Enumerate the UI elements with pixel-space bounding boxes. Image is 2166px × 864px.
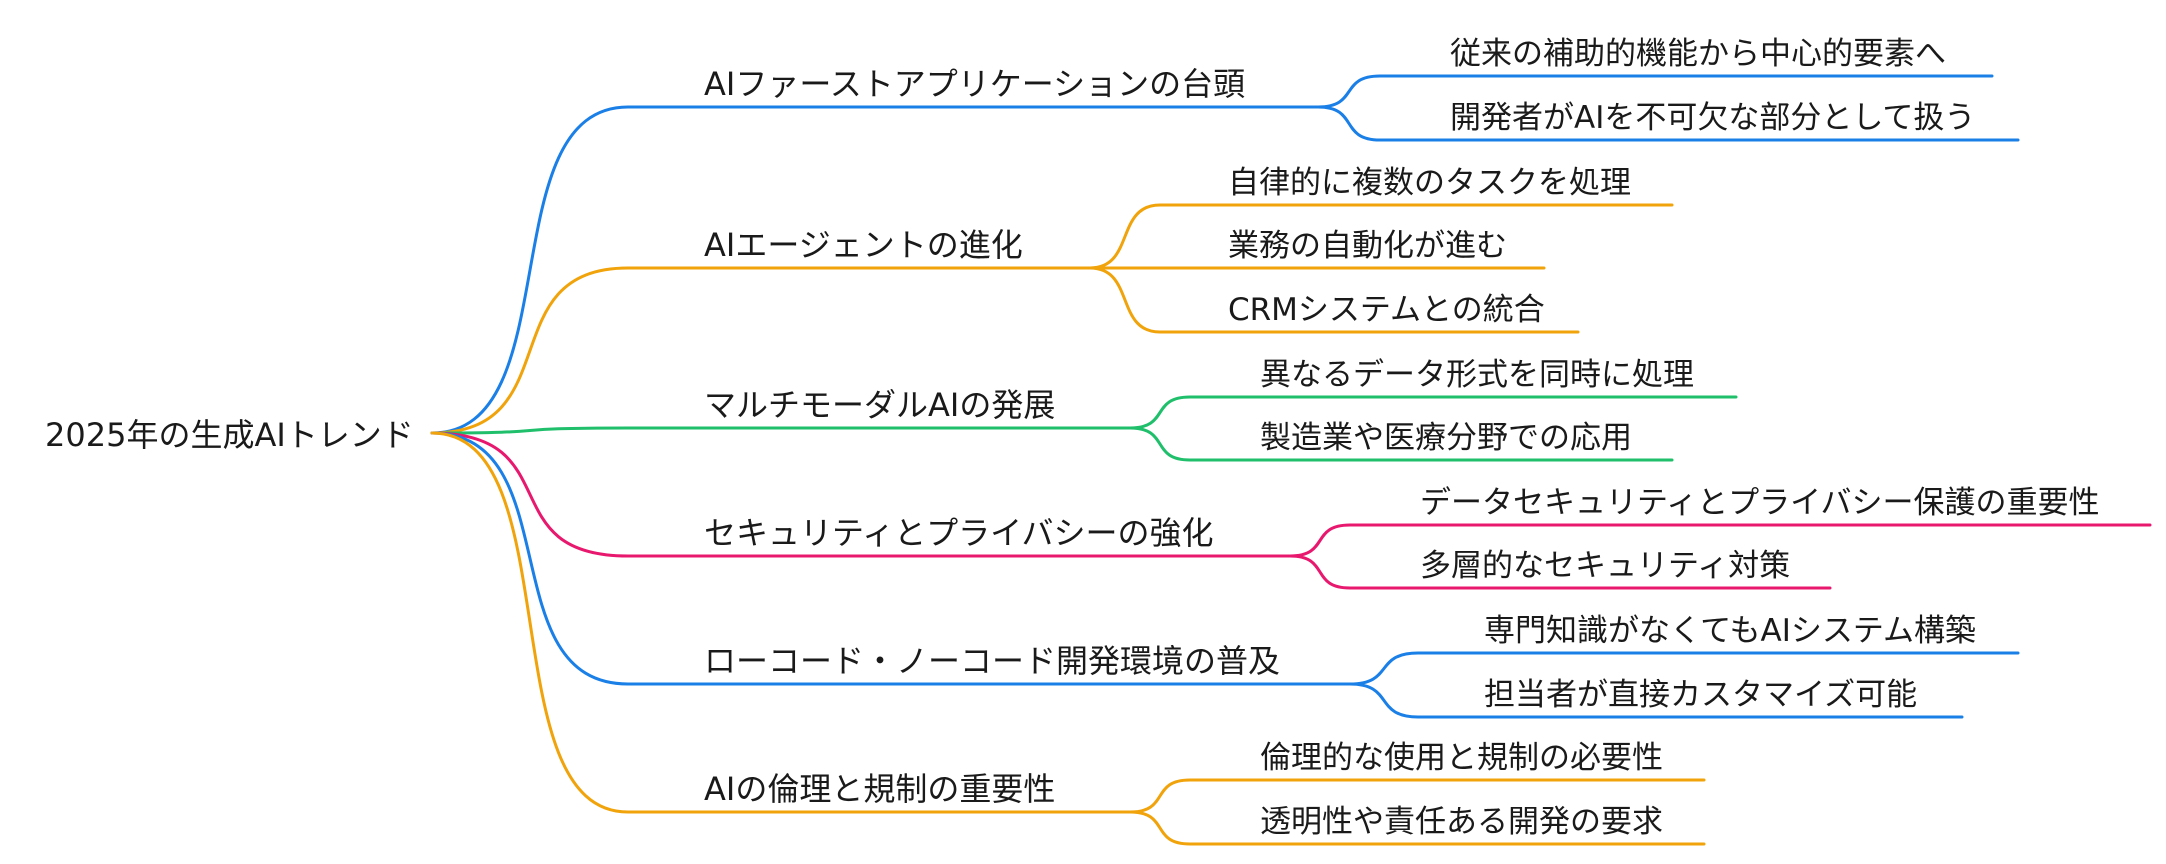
leaf-topic-4-1: データセキュリティとプライバシー保護の重要性 — [1420, 485, 2100, 521]
leaf-topic-2-2: 業務の自動化が進む — [1228, 228, 1507, 264]
edge-branch-2-to-leaf-1 — [1088, 203, 1674, 270]
edge-branch-5-to-leaf-2 — [1348, 682, 1964, 719]
edge-branch-3-to-leaf-2 — [1128, 426, 1674, 462]
edge-root-to-branch-4 — [430, 431, 1292, 558]
leaf-topic-1-2: 開発者がAIを不可欠な部分として扱う — [1450, 100, 1975, 136]
branch-topic-5: ローコード・ノーコード開発環境の普及 — [704, 642, 1280, 680]
leaf-topic-2-3: CRMシステムとの統合 — [1228, 292, 1545, 328]
leaf-topic-1-1: 従来の補助的機能から中心的要素へ — [1450, 36, 1946, 72]
edge-root-to-branch-6 — [430, 431, 1132, 814]
leaf-topic-5-1: 専門知識がなくてもAIシステム構築 — [1484, 613, 1976, 649]
edge-branch-1-to-leaf-1 — [1316, 74, 1994, 109]
edge-branch-3-to-leaf-1 — [1128, 395, 1738, 430]
leaf-topic-6-1: 倫理的な使用と規制の必要性 — [1260, 740, 1663, 776]
edge-root-to-branch-5 — [430, 431, 1352, 686]
edge-root-to-branch-2 — [430, 266, 1092, 435]
edge-branch-1-to-leaf-2 — [1316, 105, 2020, 142]
edge-branch-4-to-leaf-2 — [1288, 554, 1832, 590]
edge-root-to-branch-1 — [430, 105, 1320, 435]
edge-root-to-branch-3 — [430, 426, 1132, 435]
edge-branch-6-to-leaf-1 — [1128, 778, 1706, 814]
branch-topic-1: AIファーストアプリケーションの台頭 — [704, 65, 1245, 103]
edge-branch-6-to-leaf-2 — [1128, 810, 1706, 846]
edge-branch-2-to-leaf-3 — [1088, 266, 1580, 334]
leaf-topic-6-2: 透明性や責任ある開発の要求 — [1260, 804, 1663, 840]
edge-branch-5-to-leaf-1 — [1348, 651, 2020, 686]
branch-topic-4: セキュリティとプライバシーの強化 — [704, 514, 1213, 552]
mindmap-labels: 2025年の生成AIトレンド AIファーストアプリケーションの台頭 従来の補助的機… — [45, 36, 2100, 840]
branch-topic-6: AIの倫理と規制の重要性 — [704, 770, 1055, 808]
leaf-topic-2-1: 自律的に複数のタスクを処理 — [1228, 165, 1631, 201]
branch-topic-3: マルチモーダルAIの発展 — [704, 386, 1055, 424]
edge-branch-4-to-leaf-1 — [1288, 523, 2152, 558]
leaf-topic-3-1: 異なるデータ形式を同時に処理 — [1260, 357, 1694, 393]
root-topic: 2025年の生成AIトレンド — [45, 416, 414, 454]
mindmap-edges — [430, 74, 2152, 846]
branch-topic-2: AIエージェントの進化 — [704, 226, 1023, 264]
leaf-topic-4-2: 多層的なセキュリティ対策 — [1420, 548, 1790, 584]
leaf-topic-5-2: 担当者が直接カスタマイズ可能 — [1484, 677, 1917, 713]
leaf-topic-3-2: 製造業や医療分野での応用 — [1260, 420, 1632, 456]
